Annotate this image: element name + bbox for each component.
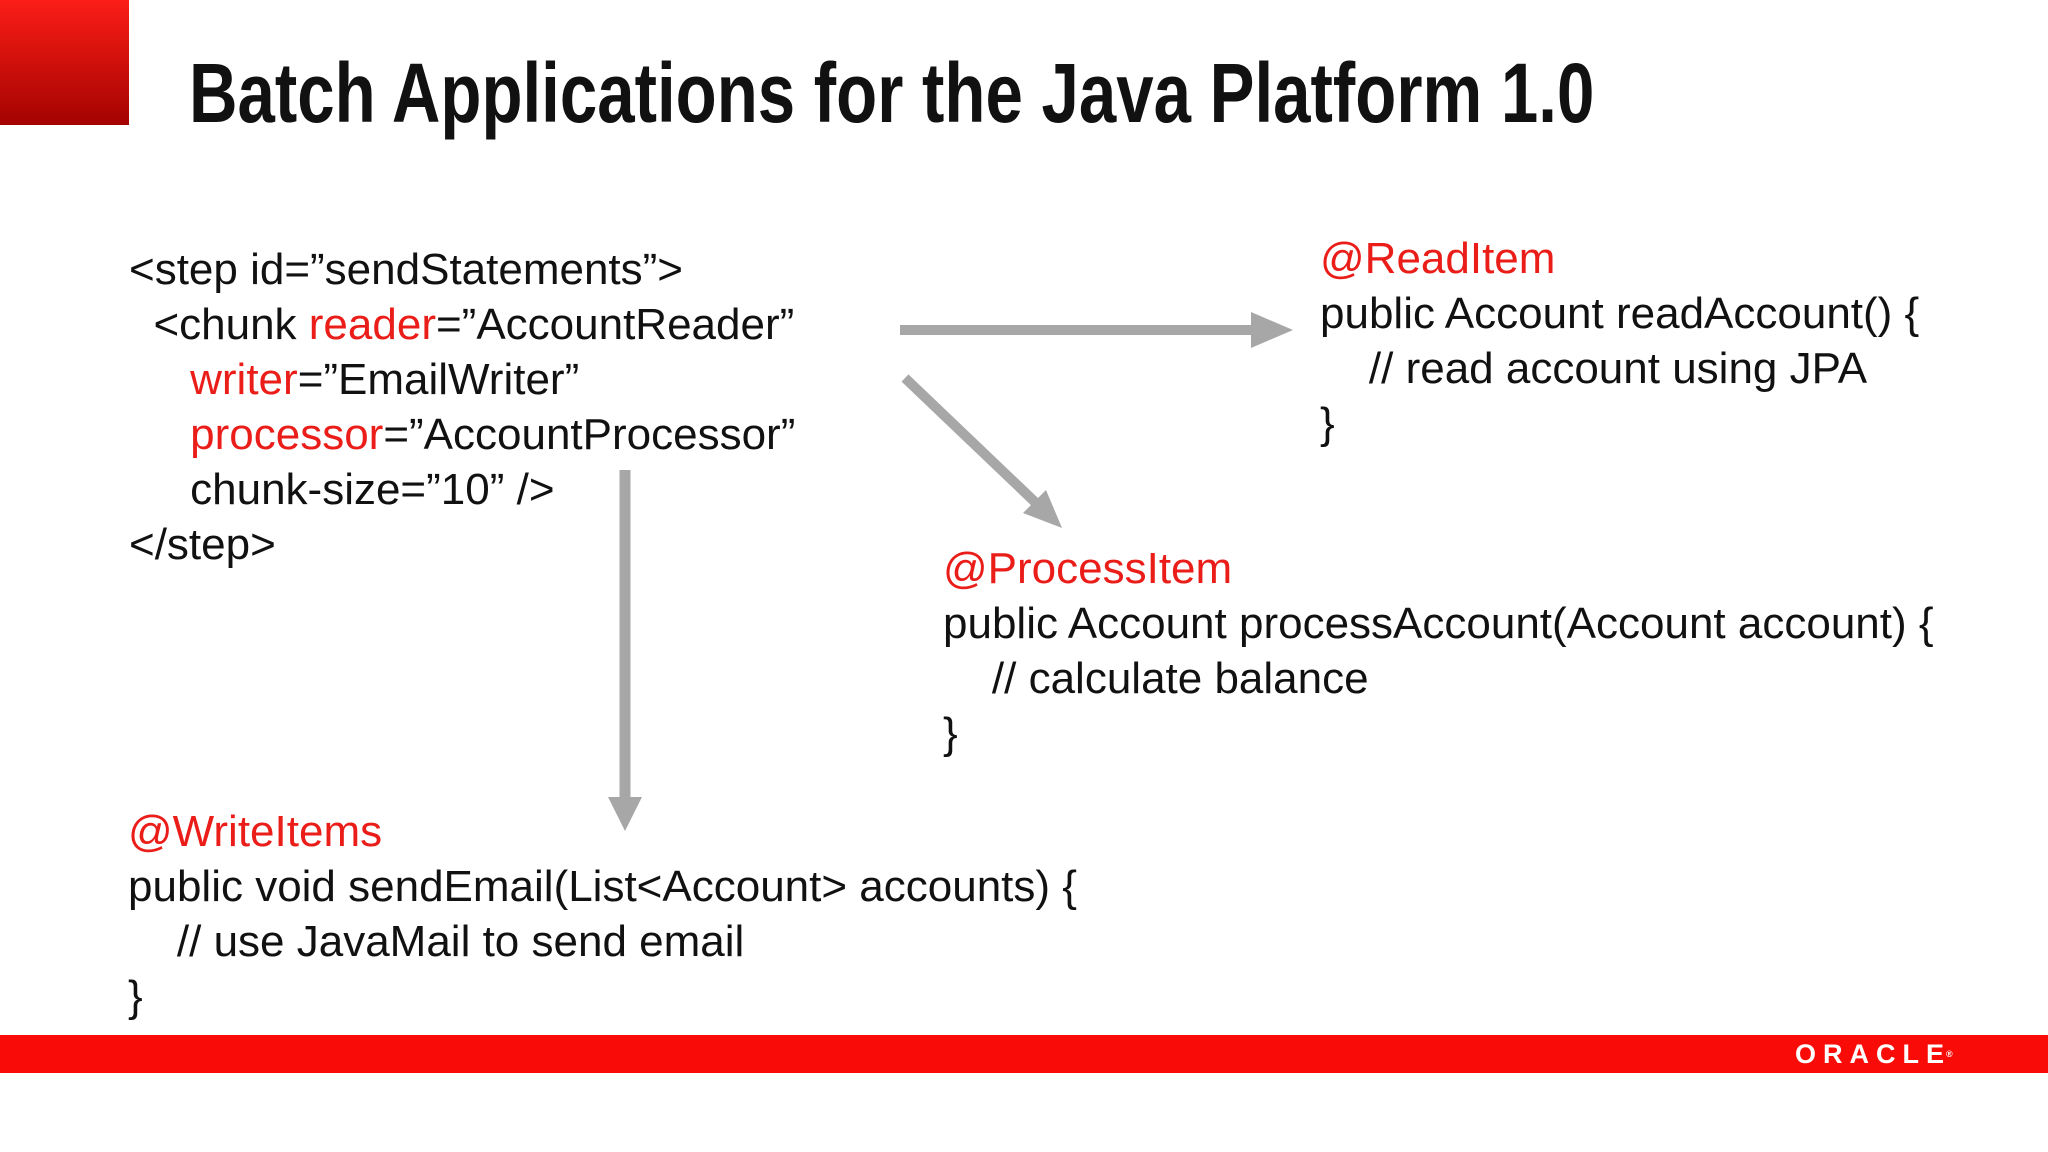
code-line: @ReadItem [1320,231,1919,286]
code-keyword: @WriteItems [128,807,383,856]
writeitems-code-block: @WriteItems public void sendEmail(List<Ac… [128,804,1077,1024]
code-text: =”EmailWriter” [297,355,580,404]
code-line: @ProcessItem [943,541,1934,596]
code-text: <chunk [129,300,309,349]
code-text: } [1320,399,1335,448]
code-text: } [128,972,143,1021]
code-keyword: writer [190,355,298,404]
corner-accent-square [0,0,129,125]
code-line: // calculate balance [943,651,1934,706]
code-line: } [128,969,1077,1024]
page-title: Batch Applications for the Java Platform… [189,46,1595,140]
code-line: // read account using JPA [1320,341,1919,396]
arrow-reader-to-readitem [900,312,1293,348]
code-text: public Account processAccount(Account ac… [943,599,1934,648]
code-text: // read account using JPA [1320,344,1868,393]
code-text: <step id=”sendStatements”> [129,245,683,294]
arrow-processor-to-processitem [901,374,1062,528]
code-text: } [943,709,958,758]
code-text [129,410,190,459]
footer-bar: ORACLE® [0,1035,2048,1073]
oracle-logo: ORACLE® [1795,1035,1953,1073]
code-text: public Account readAccount() { [1320,289,1920,338]
code-text: // calculate balance [943,654,1369,703]
code-line: // use JavaMail to send email [128,914,1077,969]
xml-step-code-block: <step id=”sendStatements”> <chunk reader… [129,242,795,572]
code-text: =”AccountProcessor” [383,410,796,459]
code-keyword: reader [308,300,436,349]
code-line: <chunk reader=”AccountReader” [129,297,795,352]
code-keyword: @ProcessItem [943,544,1233,593]
code-keyword: processor [190,410,384,459]
code-line: chunk-size=”10” /> [129,462,795,517]
code-line: processor=”AccountProcessor” [129,407,795,462]
code-text: chunk-size=”10” /> [129,465,555,514]
code-line: } [943,706,1934,761]
code-line: <step id=”sendStatements”> [129,242,795,297]
code-text: =”AccountReader” [435,300,795,349]
code-line: </step> [129,517,795,572]
processitem-code-block: @ProcessItem public Account processAccoun… [943,541,1934,761]
code-keyword: @ReadItem [1320,234,1556,283]
code-line: public void sendEmail(List<Account> acco… [128,859,1077,914]
code-text: </step> [129,520,276,569]
registered-trademark-icon: ® [1946,1049,1953,1059]
oracle-logo-text: ORACLE [1795,1038,1951,1069]
code-line: } [1320,396,1919,451]
code-text: // use JavaMail to send email [128,917,745,966]
code-line: public Account processAccount(Account ac… [943,596,1934,651]
code-line: public Account readAccount() { [1320,286,1919,341]
code-line: @WriteItems [128,804,1077,859]
code-text [129,355,190,404]
code-line: writer=”EmailWriter” [129,352,795,407]
code-text: public void sendEmail(List<Account> acco… [128,862,1077,911]
